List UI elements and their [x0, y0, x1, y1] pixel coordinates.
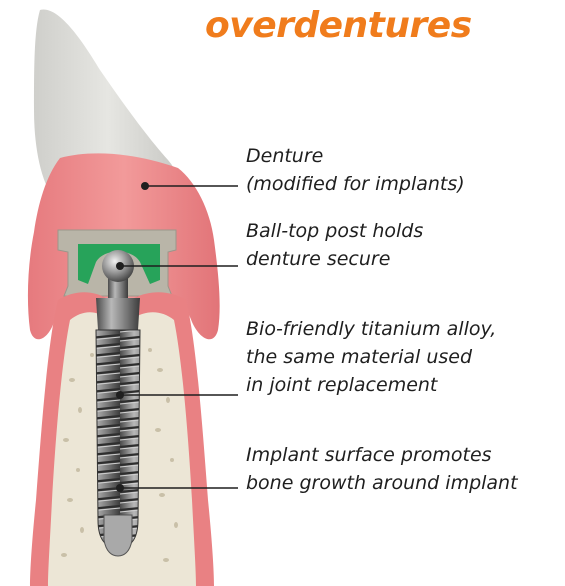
label-line: Implant surface promotes: [246, 441, 518, 469]
label-line: Bio-friendly titanium alloy,: [246, 315, 496, 343]
label-ball-top-post: Ball-top post holds denture secure: [246, 217, 423, 273]
label-titanium-alloy: Bio-friendly titanium alloy, the same ma…: [246, 315, 496, 399]
label-line: the same material used: [246, 343, 496, 371]
implant-tip: [104, 515, 132, 556]
label-line: (modified for implants): [246, 170, 465, 198]
implant-collar: [96, 298, 140, 330]
label-line: Denture: [246, 142, 465, 170]
label-line: in joint replacement: [246, 371, 496, 399]
diagram-title: overdentures: [205, 6, 445, 46]
label-line: denture secure: [246, 245, 423, 273]
label-denture: Denture (modified for implants): [246, 142, 465, 198]
label-implant-surface: Implant surface promotes bone growth aro…: [246, 441, 518, 497]
label-line: Ball-top post holds: [246, 217, 423, 245]
label-line: bone growth around implant: [246, 469, 518, 497]
